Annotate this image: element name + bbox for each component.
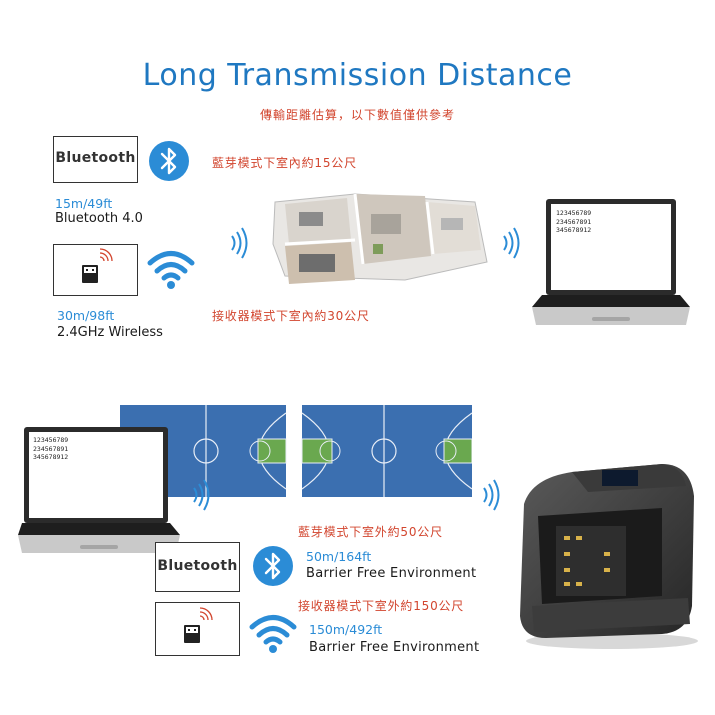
bluetooth-box-label: Bluetooth [55, 150, 136, 166]
rx-wireless-label: 2.4GHz Wireless [57, 325, 163, 340]
bt-outdoor-distance: 50m/164ft [306, 549, 372, 564]
laptop-screen-text: 123456789 234567891 345678912 [556, 209, 591, 235]
usb-dongle-icon [184, 607, 213, 643]
rx-outdoor-note: 接收器模式下室外約150公尺 [298, 599, 465, 613]
usb-receiver-box [53, 244, 138, 296]
laptop-icon: 123456789 234567891 345678912 [532, 199, 690, 327]
laptop-line: 234567891 [556, 217, 592, 226]
bluetooth-icon [252, 545, 294, 587]
signal-waves-icon [190, 478, 212, 516]
signal-waves-icon [480, 478, 502, 516]
wifi-icon [146, 246, 196, 292]
page-subtitle: 傳輸距離估算，以下數值僅供參考 [259, 108, 455, 122]
bt-version-label: Bluetooth 4.0 [55, 211, 143, 226]
laptop-icon: 123456789 234567891 345678912 [18, 427, 180, 555]
bt-indoor-note: 藍芽模式下室內約15公尺 [212, 156, 357, 170]
rx-indoor-note: 接收器模式下室內約30公尺 [212, 309, 370, 323]
floorplan-illustration [255, 184, 490, 298]
signal-waves-icon [500, 226, 522, 264]
rx-outdoor-distance: 150m/492ft [309, 622, 383, 637]
usb-receiver-box [155, 602, 240, 656]
laptop-line: 345678912 [33, 453, 69, 461]
laptop-screen-text: 123456789 234567891 345678912 [33, 436, 68, 462]
bt-indoor-distance: 15m/49ft [55, 196, 113, 211]
bluetooth-logo-box: Bluetooth [155, 542, 240, 592]
rx-outdoor-environment: Barrier Free Environment [309, 640, 480, 655]
bluetooth-box-label: Bluetooth [157, 558, 238, 574]
wifi-icon [248, 610, 298, 656]
scanner-device [512, 456, 702, 655]
bluetooth-logo-box: Bluetooth [53, 136, 138, 183]
usb-dongle-icon [82, 248, 113, 283]
laptop-line: 123456789 [33, 436, 69, 444]
bluetooth-icon [148, 140, 190, 182]
bt-outdoor-environment: Barrier Free Environment [306, 566, 477, 581]
bt-outdoor-note: 藍芽模式下室外約50公尺 [298, 525, 443, 539]
signal-waves-icon [228, 226, 250, 264]
laptop-line: 234567891 [33, 444, 69, 453]
basketball-court-illustration [120, 405, 473, 501]
laptop-line: 123456789 [556, 209, 592, 217]
laptop-line: 345678912 [556, 226, 592, 234]
rx-indoor-distance: 30m/98ft [57, 308, 115, 323]
page-title: Long Transmission Distance [142, 58, 573, 93]
